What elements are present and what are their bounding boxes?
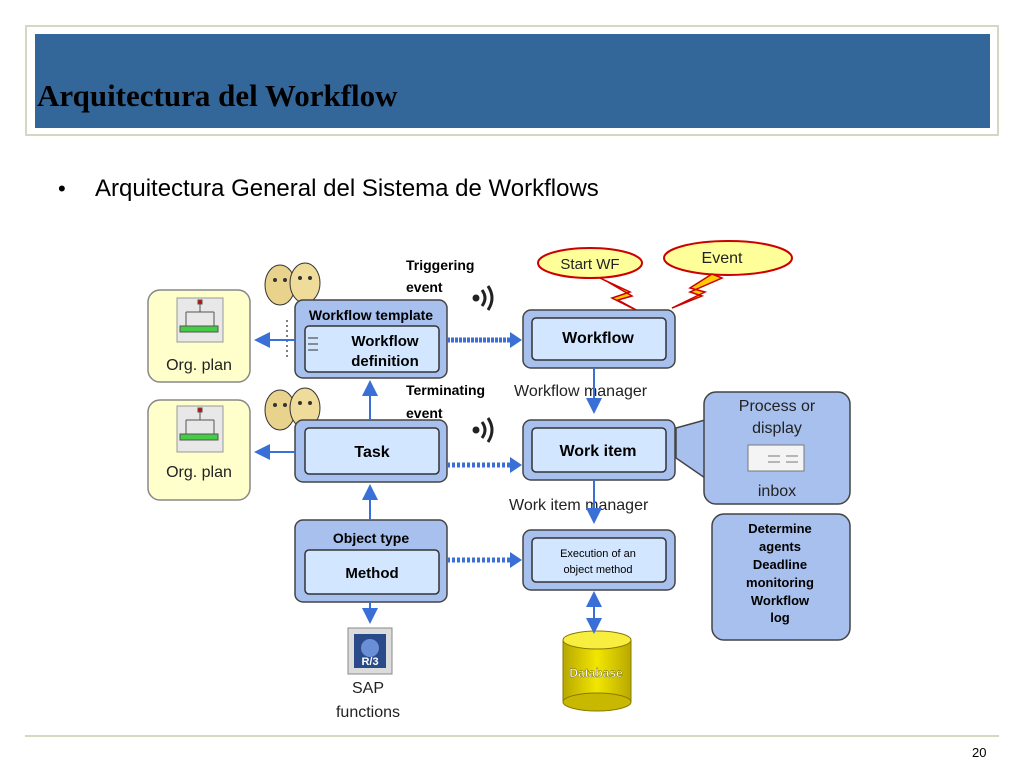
determine-line3: Deadline (753, 557, 807, 572)
bullet-marker: • (58, 176, 66, 201)
determine-line6: log (770, 610, 790, 625)
event-bubble: Event (663, 240, 793, 309)
execution-line1: Execution of an (560, 548, 636, 560)
connector-arrows (254, 332, 602, 634)
lightning-icon (599, 277, 641, 313)
work-item-label: Work item (559, 443, 636, 460)
process-display-line2: display (752, 420, 802, 437)
workflow-box: Workflow (522, 309, 676, 369)
workflow-template-box: Workflow template Workflow definition (294, 299, 448, 379)
org-chart-icon (179, 407, 219, 441)
workflow-label: Workflow (562, 330, 634, 347)
inbox-window-icon (747, 444, 805, 472)
event-label: Event (702, 250, 743, 267)
database-label: Database (569, 666, 623, 680)
task-box: Task (294, 419, 448, 483)
start-wf-label: Start WF (560, 256, 619, 273)
theater-masks-icon (264, 262, 321, 306)
execution-line2: object method (563, 564, 632, 576)
thick-flow-arrows (447, 332, 522, 568)
org-plan-bottom: Org. plan (147, 399, 251, 501)
determine-line2: agents (759, 539, 801, 554)
slide-title: Arquitectura del Workflow (37, 78, 398, 113)
work-item-manager-label: Work item manager (509, 497, 649, 514)
page-number: 20 (972, 745, 987, 760)
sap-r3-logo: R/3 (347, 627, 393, 675)
org-plan-top-label: Org. plan (166, 357, 232, 374)
object-type-box: Object type Method (294, 519, 448, 603)
workflow-definition-line1: Workflow (351, 333, 419, 350)
process-display-box: Process or display inbox (675, 391, 851, 505)
workflow-manager-label: Workflow manager (514, 383, 648, 400)
task-label: Task (354, 444, 389, 461)
determine-line1: Determine (748, 521, 812, 536)
triggering-event-line1: Triggering (406, 257, 474, 273)
database-cylinder: Database (562, 630, 632, 712)
sap-label-line2: functions (336, 704, 400, 721)
theater-masks-icon (264, 387, 321, 431)
signal-waves-icon (472, 285, 494, 311)
terminating-event-line2: event (406, 405, 443, 421)
determine-agents-box: Determine agents Deadline monitoring Wor… (711, 513, 851, 641)
start-wf-bubble: Start WF (537, 247, 643, 313)
document-icon (308, 337, 318, 351)
process-display-line1: Process or (739, 398, 816, 415)
org-plan-bottom-label: Org. plan (166, 464, 232, 481)
footer-divider (25, 735, 999, 737)
org-chart-icon (179, 299, 219, 333)
workflow-template-label: Workflow template (309, 307, 433, 323)
execution-box: Execution of an object method (522, 529, 676, 591)
workflow-definition-line2: definition (351, 353, 419, 370)
object-type-label: Object type (333, 530, 409, 546)
method-label: Method (345, 565, 398, 582)
r3-logo-text: R/3 (361, 656, 378, 668)
determine-line4: monitoring (746, 575, 814, 590)
signal-waves-icon (472, 417, 494, 443)
inbox-label: inbox (758, 483, 796, 500)
lightning-icon (671, 273, 724, 309)
terminating-event-line1: Terminating (406, 382, 485, 398)
org-plan-top: Org. plan (147, 289, 251, 383)
title-bar (35, 34, 990, 128)
bullet-text: Arquitectura General del Sistema de Work… (95, 175, 599, 202)
work-item-box: Work item (522, 419, 676, 481)
determine-line5: Workflow (751, 593, 810, 608)
sap-label-line1: SAP (352, 680, 384, 697)
triggering-event-line2: event (406, 279, 443, 295)
